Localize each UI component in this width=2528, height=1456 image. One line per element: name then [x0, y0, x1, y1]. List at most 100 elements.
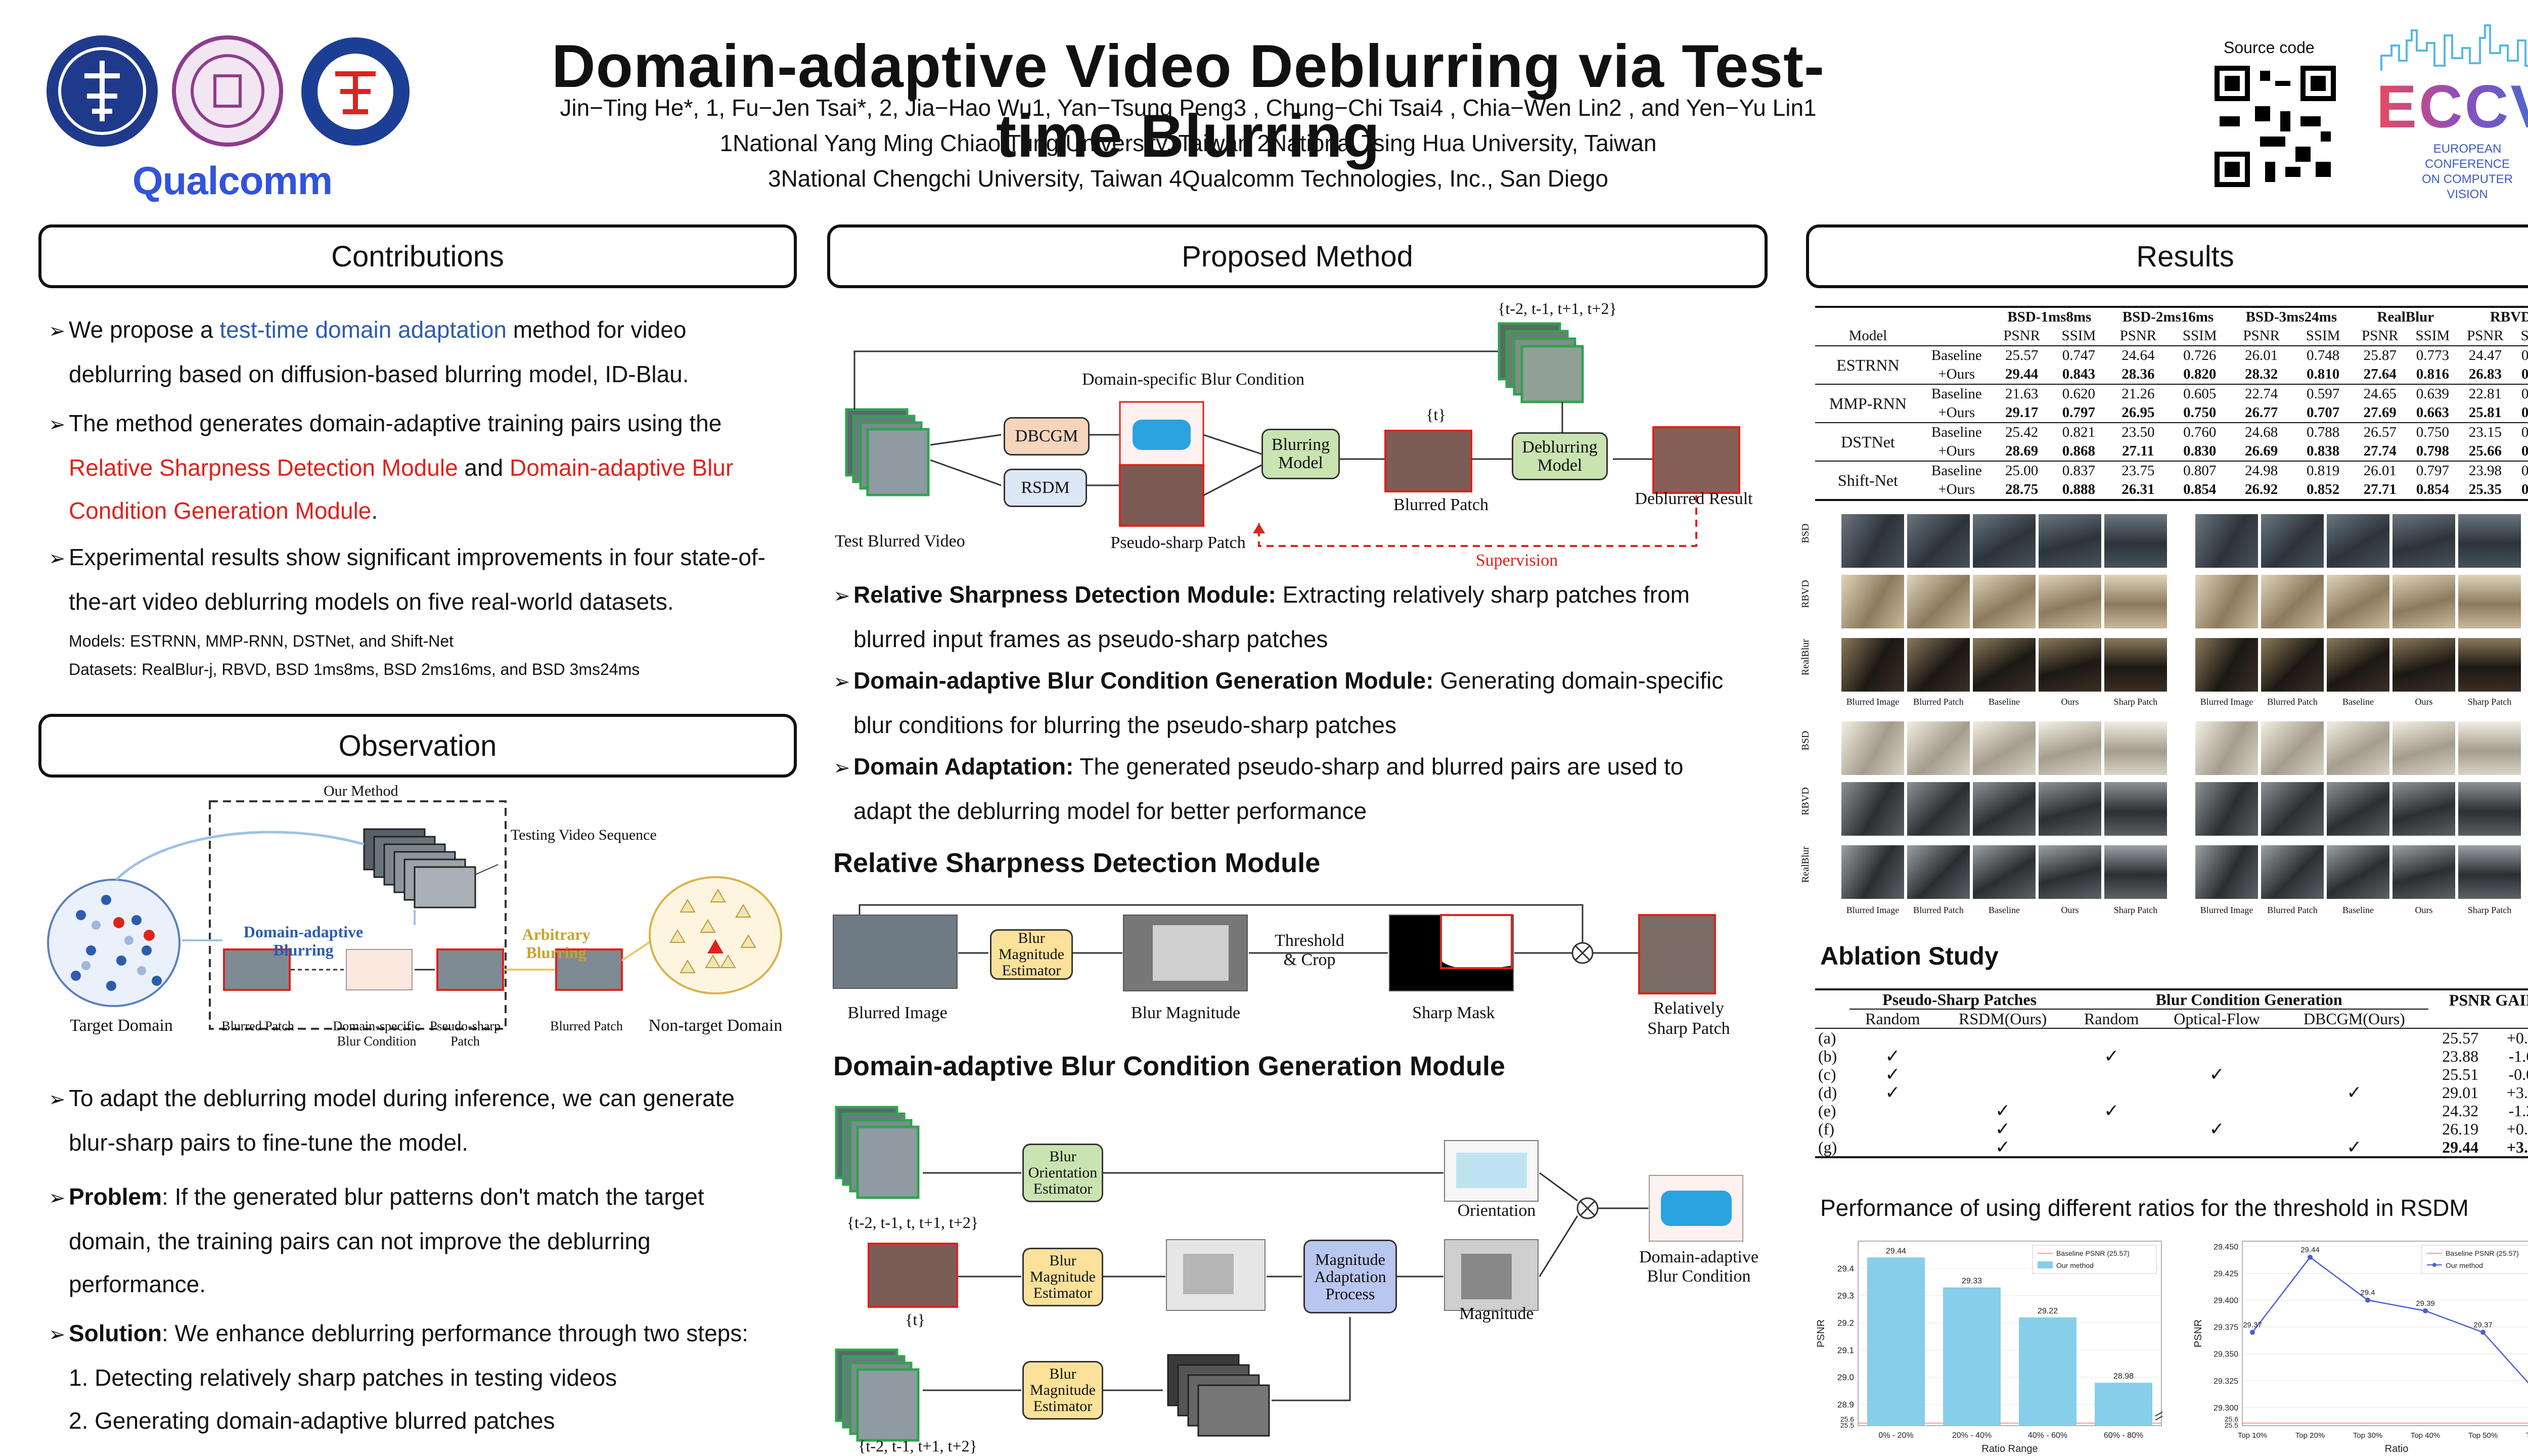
check-icon: ✓	[1995, 1119, 2011, 1139]
bar	[2019, 1317, 2076, 1426]
check-icon: ✓	[1885, 1064, 1901, 1084]
rsdm-box: RSDM	[1004, 469, 1087, 507]
x-tick-label: 40% - 60%	[2028, 1431, 2067, 1440]
source-code-qr[interactable]	[2215, 66, 2336, 187]
arrow-bullet-icon: ➢	[49, 548, 66, 570]
visual-sample-image	[2038, 720, 2102, 776]
bar-data-label: 29.22	[2038, 1307, 2058, 1315]
blur-magnitude-label: Blur Magnitude	[1131, 1004, 1241, 1022]
arrow-bullet-icon: ➢	[833, 585, 850, 607]
ablation-row: (b)✓✓23.88-1.69	[1818, 1046, 2528, 1066]
y-tick-label: 29.400	[2214, 1297, 2238, 1305]
x-tick-label: 60% - 80%	[2104, 1431, 2143, 1440]
magnitude-label: Magnitude	[1459, 1304, 1534, 1323]
author-list: Jin−Ting He*, 1, Fu−Jen Tsai*, 2, Jia−Ha…	[560, 95, 1817, 121]
y-tick-label: 25.5	[2225, 1421, 2238, 1429]
empty-cell	[2280, 1047, 2428, 1065]
eccv-skyline-icon	[2380, 24, 2528, 71]
affiliation-line-1: 1National Yang Ming Chiao Tung Universit…	[719, 130, 1657, 156]
threshold-crop-label: Threshold& Crop	[1275, 931, 1344, 969]
blurred-patch-label: Blurred Patch	[1393, 495, 1488, 514]
method-bullet-1: ➢Relative Sharpness Detection Module: Ex…	[833, 573, 1764, 661]
contribution-bullet-1: ➢We propose a test-time domain adaptatio…	[49, 308, 797, 396]
visual-caption: Ours	[2415, 905, 2433, 915]
our-method-label: Our Method	[324, 783, 398, 799]
eccv-logo: ECCV	[2376, 72, 2528, 142]
y-tick-label: 29.325	[2214, 1377, 2238, 1386]
sharp-mask-label: Sharp Mask	[1412, 1004, 1495, 1022]
y-tick-label: 29.350	[2214, 1350, 2238, 1359]
visual-sample-image	[1972, 844, 2037, 900]
legend-series-label: Our method	[2056, 1261, 2094, 1269]
point-data-label: 29.44	[2300, 1246, 2320, 1254]
visual-caption: Baseline	[2342, 697, 2374, 707]
visual-sample-image	[2260, 513, 2325, 569]
pseudo-sharp-patch-label: Pseudo-sharp Patch	[1110, 533, 1246, 552]
method-bullet-2: ➢Domain-adaptive Blur Condition Generati…	[833, 659, 1764, 747]
visual-sample-image	[2194, 637, 2259, 693]
visual-caption: Blurred Image	[2200, 697, 2253, 707]
visual-sample-image	[2457, 720, 2522, 776]
contribution-bullet-2: ➢The method generates domain-adaptive tr…	[49, 402, 797, 532]
ratio-range-bar-chart: 28.929.029.129.229.329.425.625.529.440% …	[1816, 1241, 2163, 1454]
visual-sample-image	[2457, 513, 2522, 569]
visual-sample-image	[2103, 513, 2168, 569]
contribution-bullet-3: ➢Experimental results show significant i…	[49, 536, 797, 623]
point-data-label: 29.37	[2473, 1321, 2493, 1329]
visual-sample-image	[2194, 513, 2259, 569]
y-tick-label: 29.4	[1837, 1264, 1854, 1273]
nycu-logo	[47, 35, 158, 147]
blurred-image-label: Blurred Image	[847, 1004, 947, 1022]
visual-sample-image	[1840, 781, 1905, 837]
model-name: DSTNet	[1841, 432, 1895, 451]
dbcgm-title: Domain-adaptive Blur Condition Generatio…	[833, 1051, 1506, 1081]
ablation-row: (c)✓✓25.51-0.06	[1818, 1064, 2528, 1084]
visual-row-label: RealBlur	[1800, 846, 1811, 883]
visual-sample-image	[2038, 844, 2102, 900]
data-point	[2308, 1254, 2313, 1260]
empty-cell	[1849, 1120, 1936, 1138]
visual-sample-image	[2103, 781, 2168, 837]
arrow-bullet-icon: ➢	[49, 414, 66, 436]
visual-sample-image	[2103, 844, 2168, 900]
frames-b-label: {t-2, t-1, t+1, t+2}	[858, 1437, 977, 1455]
x-tick-label: Top 30%	[2353, 1431, 2382, 1440]
visual-sample-image	[1906, 513, 1971, 569]
visual-sample-image	[2326, 844, 2390, 900]
visual-sample-image	[2038, 637, 2102, 693]
top-ratio-line-chart: 29.30029.32529.35029.37529.40029.42529.4…	[2193, 1241, 2528, 1454]
domain-specific-condition-label: Domain-specific Blur Condition	[1081, 370, 1305, 389]
data-point	[2480, 1330, 2486, 1335]
visual-sample-image	[1840, 513, 1905, 569]
y-tick-label: 29.300	[2214, 1404, 2238, 1413]
check-icon: ✓	[2346, 1137, 2362, 1157]
check-icon: ✓	[2104, 1046, 2119, 1066]
visual-caption: Blurred Image	[1846, 905, 1900, 915]
orientation-label: Orientation	[1457, 1201, 1536, 1220]
x-tick-label: Top 50%	[2468, 1431, 2498, 1440]
legend-bar-swatch	[2038, 1261, 2053, 1268]
y-tick-label: 25.5	[1840, 1421, 1854, 1429]
non-target-label: Non-target Domain	[648, 1016, 783, 1035]
model-name: Shift-Net	[1837, 471, 1899, 489]
check-icon: ✓	[1885, 1082, 1901, 1103]
point-data-label: 29.37	[2243, 1321, 2262, 1329]
x-axis-label: Ratio	[2385, 1443, 2409, 1454]
y-tick-label: 29.0	[1837, 1373, 1854, 1382]
ablation-table: Pseudo-Sharp Patches Blur Condition Gene…	[1815, 988, 2528, 1158]
y-tick-label: 29.3	[1837, 1291, 1854, 1301]
empty-cell	[2153, 1047, 2280, 1065]
visual-caption: Blurred Image	[1846, 697, 1900, 707]
visual-caption: Sharp Patch	[2467, 905, 2512, 915]
visual-sample-image	[2260, 637, 2325, 693]
empty-cell	[2153, 1138, 2280, 1157]
visual-row-label: BSD	[1800, 523, 1811, 543]
visual-sample-image	[1906, 574, 1971, 629]
bar-data-label: 29.44	[1886, 1247, 1906, 1255]
